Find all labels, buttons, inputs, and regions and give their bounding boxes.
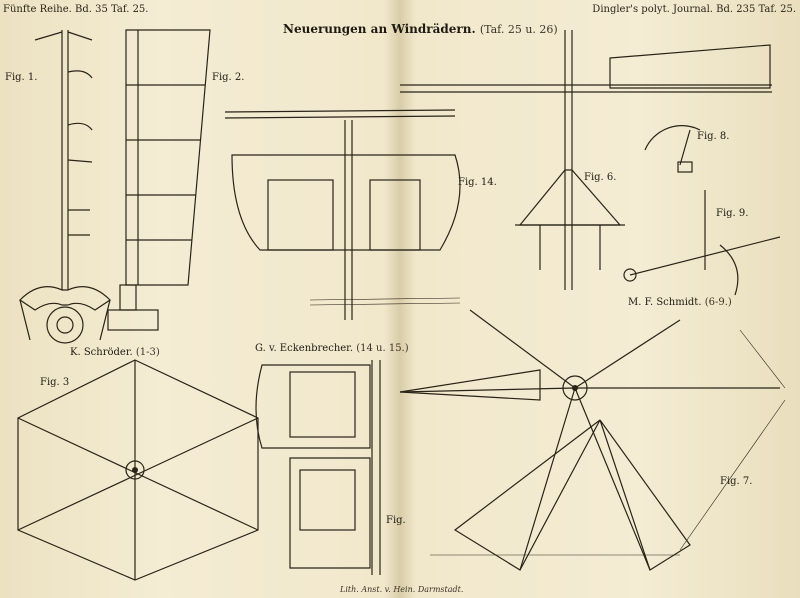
fig9-drawing: [623, 190, 781, 296]
caption-schmidt: M. F. Schmidt. (6-9.): [628, 297, 732, 308]
caption-schroeder-name: K. Schröder.: [70, 347, 133, 358]
fig2-label: Fig. 2.: [212, 72, 245, 83]
caption-eckenbrecher: G. v. Eckenbrecher. (14 u. 15.): [255, 343, 409, 354]
fig3-drawing: [17, 359, 259, 581]
caption-schroeder: K. Schröder. (1-3): [70, 347, 160, 358]
fig14-label: Fig. 14.: [458, 177, 497, 188]
caption-schroeder-ref: (1-3): [135, 347, 160, 358]
plate-title: Neuerungen an Windrädern. (Taf. 25 u. 26…: [283, 22, 558, 36]
fig9-label: Fig. 9.: [716, 208, 749, 219]
fig15-label: Fig.: [386, 515, 406, 526]
caption-schmidt-ref: (6-9.): [704, 297, 732, 308]
header-left: Fünfte Reihe. Bd. 35 Taf. 25.: [3, 4, 149, 15]
plate-title-text: Neuerungen an Windrädern.: [283, 22, 476, 36]
fig2-drawing: [107, 29, 211, 331]
fig8-label: Fig. 8.: [697, 131, 730, 142]
lithographer-footer: Lith. Anst. v. Hein. Darmstadt.: [340, 585, 464, 594]
fig6-drawing: [400, 30, 772, 290]
caption-schmidt-name: M. F. Schmidt.: [628, 297, 702, 308]
fig8-drawing: [644, 125, 701, 173]
fig14-drawing: [224, 109, 461, 320]
caption-eckenbrecher-ref: (14 u. 15.): [356, 343, 409, 354]
fig1-label: Fig. 1.: [5, 72, 38, 83]
caption-eckenbrecher-name: G. v. Eckenbrecher.: [255, 343, 354, 354]
header-right: Dingler's polyt. Journal. Bd. 235 Taf. 2…: [592, 4, 796, 15]
fig7-drawing: [399, 309, 786, 571]
fig3-label: Fig. 3: [40, 377, 70, 388]
plate-title-ref: (Taf. 25 u. 26): [479, 23, 558, 36]
fig6-label: Fig. 6.: [584, 172, 617, 183]
fig1-drawing: [19, 30, 111, 344]
fig15-drawing: [255, 360, 381, 575]
fig7-label: Fig. 7.: [720, 476, 753, 487]
